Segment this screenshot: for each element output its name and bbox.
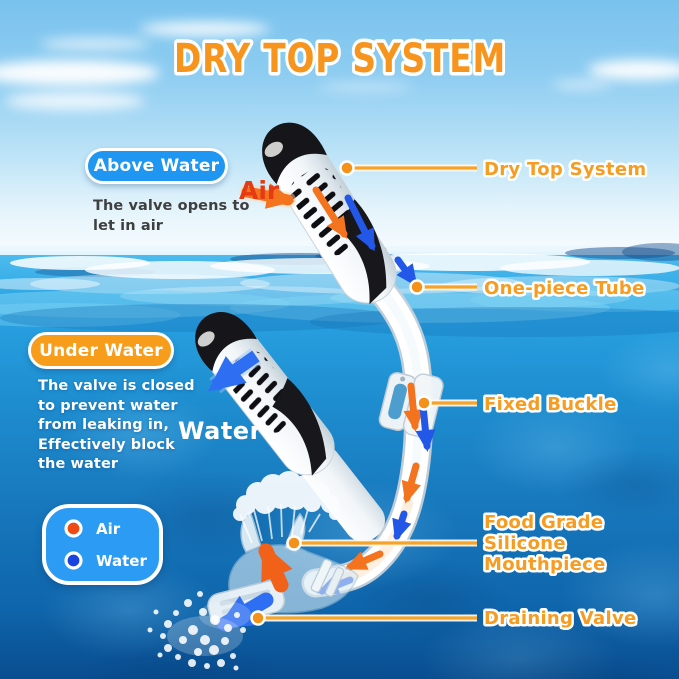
splash-cloud [233,471,341,544]
leader-fixed-buckle [416,395,477,411]
air-flow-label: Air [239,176,280,205]
description-line: Effectively block [38,436,175,453]
description-line: The valve opens to [93,198,250,214]
leader-dry-top-system [339,160,477,176]
cloud [5,92,145,110]
description-line: let in air [93,217,164,234]
cloud [0,60,160,86]
page-title: DRY TOP SYSTEM [174,36,506,82]
above-water-badge: Above Water [85,148,228,184]
air-flow-arrows-in-head [312,186,376,252]
legend-item-water: Water [62,549,159,572]
callout-one-piece-tube: One-piece Tube [484,278,645,299]
leader-lines [250,160,477,626]
air-dot-icon [64,519,83,538]
callout-dry-top-system: Dry Top System [484,159,646,180]
tube-clamp [310,558,345,597]
legend-water-label: Water [96,551,147,570]
description-line: to prevent water [38,397,178,414]
cloud [140,22,270,36]
above-water-description: The valve opens to let in air [93,197,250,236]
callout-fixed-buckle: Fixed Buckle [484,394,617,415]
legend-box: Air Water [42,504,163,585]
water-flow-label: Water [178,417,262,445]
description-line: The valve is closed [38,378,195,394]
water-dot-icon [64,551,83,570]
wave-ripples [0,288,679,327]
leader-one-piece-tube [409,279,477,295]
cloud [588,60,679,80]
air-entry-arrow [239,183,296,209]
leader-mouthpiece [286,535,477,551]
underwater-snorkel-head [181,298,386,542]
description-line: from leaking in, [38,417,169,433]
cloud [318,82,413,92]
water-blocked-arrow [207,348,262,394]
spray-droplets [147,591,251,671]
cloud [552,80,612,89]
callout-draining-valve: Draining Valve [484,608,637,629]
legend-air-label: Air [96,519,121,538]
under-water-description: The valve is closed to prevent water fro… [38,377,195,475]
description-line: the water [38,456,119,472]
air-up-arrow [258,542,293,593]
water-drain-arrow [217,592,274,632]
leader-draining-valve [250,610,477,626]
under-water-badge: Under Water [28,332,174,369]
callout-mouthpiece-line3: Mouthpiece [484,554,606,575]
legend-item-air: Air [62,517,159,540]
callout-mouthpiece-line2: Silicone [484,533,566,554]
cloud [40,38,150,50]
callout-mouthpiece-line1: Food Grade [484,512,603,533]
